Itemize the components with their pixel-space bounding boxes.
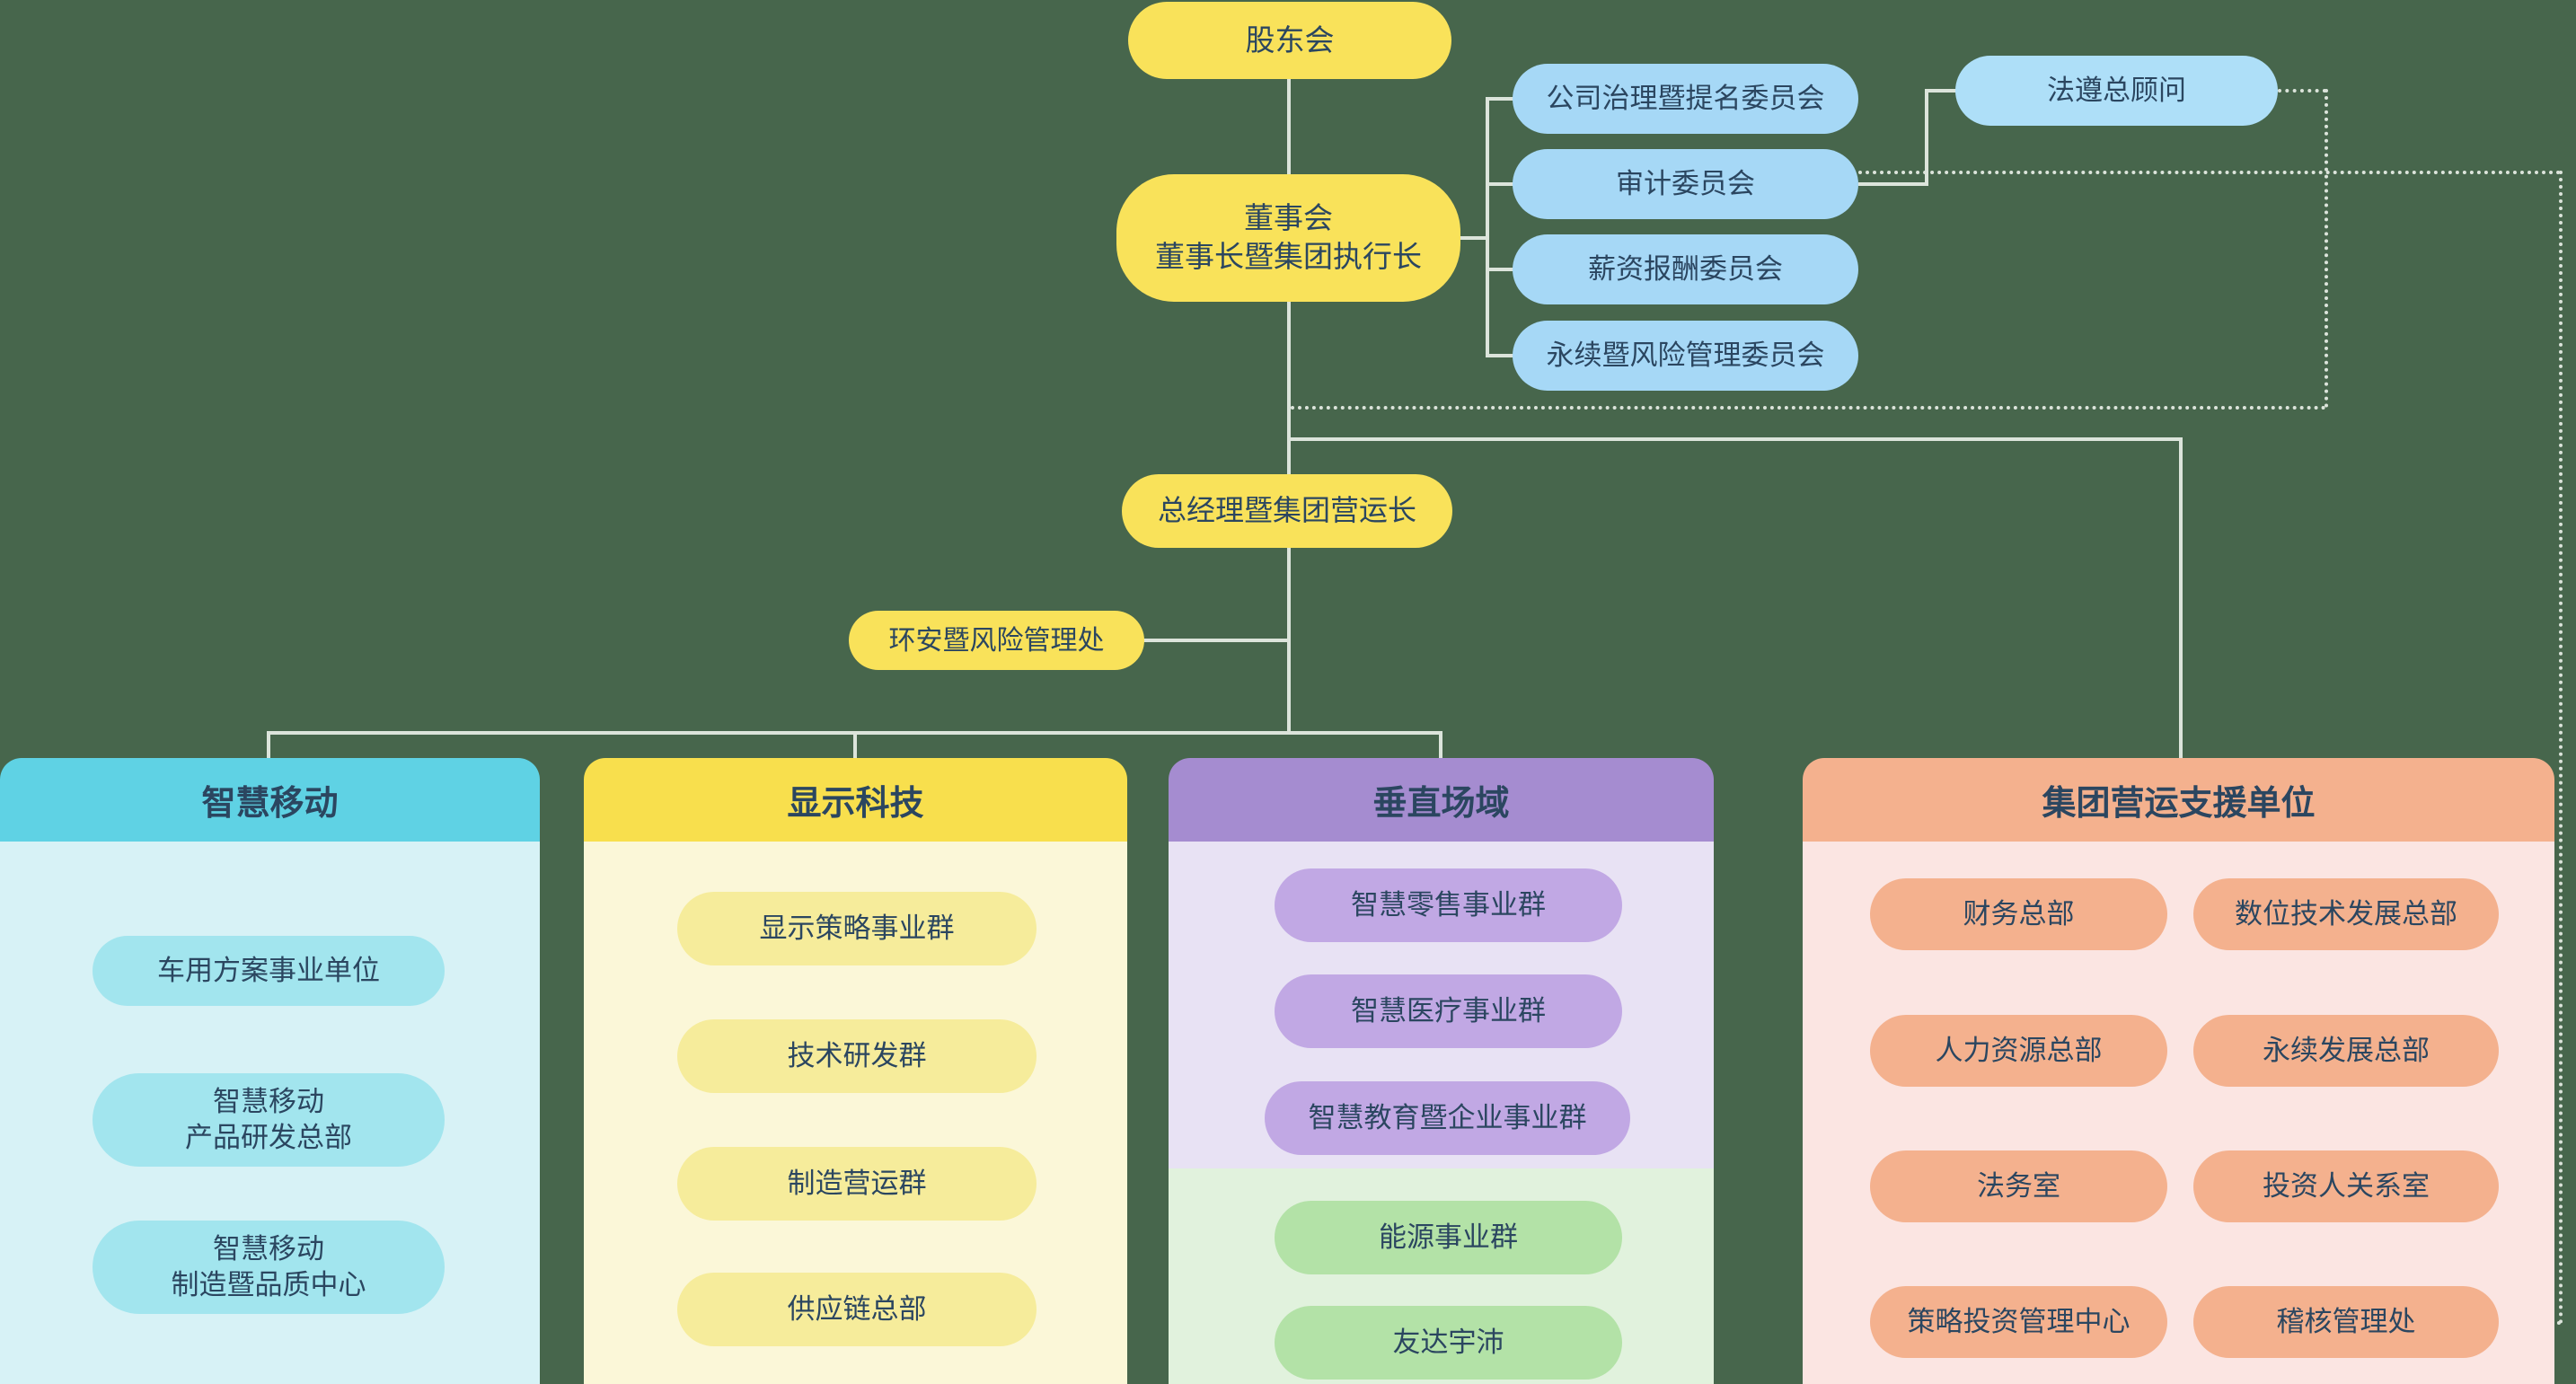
- connector-ehs: [1142, 639, 1289, 642]
- connector-committee-4-stub: [1486, 354, 1514, 357]
- shareholders-node: 股东会: [1128, 2, 1451, 79]
- connector-committee-1-stub: [1486, 97, 1514, 101]
- unit-supply-chain: 供应链总部: [677, 1273, 1037, 1346]
- unit-mobility-mfg-quality: 智慧移动 制造暨品质中心: [93, 1221, 445, 1314]
- connector-board-president: [1287, 300, 1291, 476]
- connector-audit-compliance-h1: [1858, 182, 1927, 186]
- unit-display-strategy: 显示策略事业群: [677, 892, 1037, 965]
- connector-board-committees-stub: [1460, 236, 1487, 240]
- dotted-audit-h1: [1858, 171, 2561, 174]
- unit-hr-hq: 人力资源总部: [1870, 1015, 2167, 1087]
- dotted-compliance-h2: [1291, 406, 2326, 410]
- unit-smart-education-enterprise: 智慧教育暨企业事业群: [1265, 1081, 1630, 1155]
- column-smart-mobility: 智慧移动 车用方案事业单位 智慧移动 产品研发总部 智慧移动 制造暨品质中心: [0, 758, 540, 1384]
- connector-president-branch: [1287, 546, 1291, 735]
- unit-sustainability-hq: 永续发展总部: [2193, 1015, 2499, 1087]
- unit-smart-medical: 智慧医疗事业群: [1275, 974, 1622, 1048]
- unit-smart-retail: 智慧零售事业群: [1275, 868, 1622, 942]
- unit-digital-tech-hq: 数位技术发展总部: [2193, 878, 2499, 950]
- dotted-compliance-v: [2325, 89, 2328, 408]
- committee-node-sustainability-risk: 永续暨风险管理委员会: [1513, 321, 1858, 391]
- dotted-compliance-h1: [2278, 89, 2326, 93]
- connector-committee-2-stub: [1486, 182, 1514, 186]
- committee-node-compensation: 薪资报酬委员会: [1513, 234, 1858, 304]
- connector-committees-spine: [1486, 97, 1489, 357]
- unit-finance-hq: 财务总部: [1870, 878, 2167, 950]
- connector-vertical-stub: [1439, 731, 1442, 760]
- unit-technology-rd: 技术研发群: [677, 1019, 1037, 1093]
- connector-committee-3-stub: [1486, 268, 1514, 271]
- president-node: 总经理暨集团营运长: [1122, 474, 1452, 548]
- unit-legal-office: 法务室: [1870, 1150, 2167, 1222]
- chief-compliance-node: 法遵总顾问: [1955, 56, 2278, 126]
- unit-automotive-solutions: 车用方案事业单位: [93, 936, 445, 1006]
- column-vertical-domains-header: 垂直场域: [1169, 758, 1714, 842]
- ehs-risk-node: 环安暨风险管理处: [849, 611, 1144, 670]
- unit-audit-management: 稽核管理处: [2193, 1286, 2499, 1358]
- connector-audit-compliance-v: [1925, 89, 1928, 186]
- column-group-support-header: 集团营运支援单位: [1803, 758, 2554, 842]
- connector-mobility-stub: [267, 731, 270, 760]
- committee-node-governance: 公司治理暨提名委员会: [1513, 64, 1858, 134]
- unit-investor-relations: 投资人关系室: [2193, 1150, 2499, 1222]
- unit-strategic-investment: 策略投资管理中心: [1870, 1286, 2167, 1358]
- column-display-tech-header: 显示科技: [584, 758, 1127, 842]
- column-group-support: 集团营运支援单位 财务总部 数位技术发展总部 人力资源总部 永续发展总部 法务室…: [1803, 758, 2554, 1384]
- committee-node-audit: 审计委员会: [1513, 149, 1858, 219]
- connector-shareholders-board: [1287, 77, 1291, 176]
- unit-energy: 能源事业群: [1275, 1201, 1622, 1274]
- connector-support-branch-v: [2179, 437, 2183, 758]
- unit-auo-envirotech: 友达宇沛: [1275, 1306, 1622, 1380]
- dotted-audit-v: [2559, 171, 2563, 1325]
- connector-support-branch-h: [1289, 437, 2183, 441]
- unit-manufacturing-ops: 制造营运群: [677, 1147, 1037, 1221]
- column-smart-mobility-header: 智慧移动: [0, 758, 540, 842]
- board-node: 董事会 董事长暨集团执行长: [1116, 174, 1460, 302]
- unit-mobility-product-rd: 智慧移动 产品研发总部: [93, 1073, 445, 1167]
- column-vertical-domains: 垂直场域 智慧零售事业群 智慧医疗事业群 智慧教育暨企业事业群 能源事业群 友达…: [1169, 758, 1714, 1384]
- connector-display-stub: [853, 731, 857, 760]
- column-display-tech: 显示科技 显示策略事业群 技术研发群 制造营运群 供应链总部: [584, 758, 1127, 1384]
- connector-audit-compliance-h2: [1925, 89, 1957, 93]
